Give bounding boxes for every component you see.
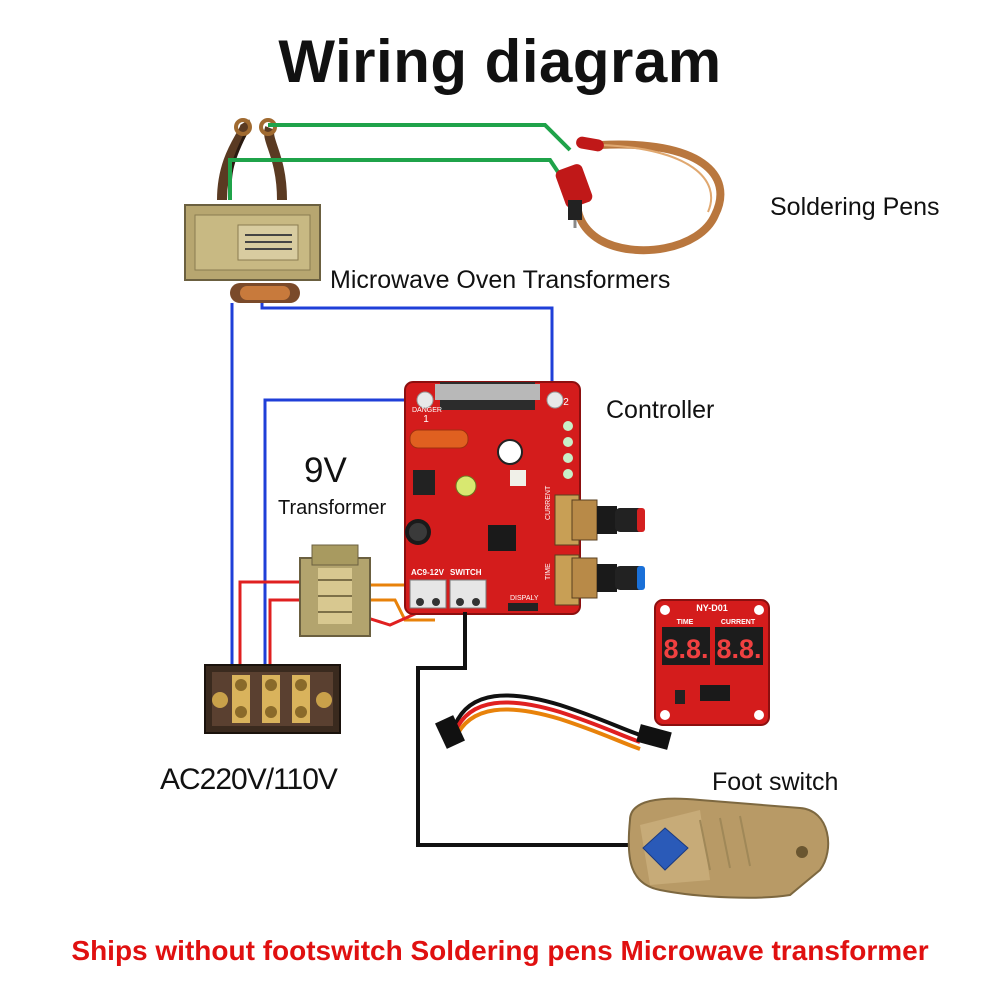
9v-transformer	[299, 544, 371, 637]
time-knob	[571, 557, 645, 599]
microwave-transformers-label: Microwave Oven Transformers	[330, 266, 671, 294]
foot-switch-label: Foot switch	[712, 768, 839, 796]
transformer-label: Transformer	[278, 497, 387, 519]
display-cable	[435, 693, 672, 751]
transformer-voltage-label: 9V	[304, 451, 347, 490]
shipping-note: Ships without footswitch Soldering pens …	[71, 935, 929, 966]
current-knob	[571, 499, 645, 541]
display-port-label: DISPALY	[510, 595, 539, 602]
ac-terminal-label: AC9-12V	[411, 568, 445, 577]
controller-pin-1: 1	[423, 414, 429, 425]
display-module: NY-D01 TIME CURRENT 8.8. 8.8.	[654, 599, 770, 726]
mains-terminal-block	[204, 664, 341, 734]
page-title: Wiring diagram	[278, 28, 722, 95]
current-knob-label: CURRENT	[545, 485, 552, 520]
soldering-pens	[555, 136, 725, 255]
mains-voltage-label: AC220V/110V	[160, 763, 338, 796]
soldering-pens-label: Soldering Pens	[770, 193, 940, 221]
foot-switch-wire	[416, 612, 640, 847]
display-current-digits: 8.8.	[716, 634, 761, 664]
display-time-label: TIME	[677, 619, 694, 626]
display-current-label: CURRENT	[721, 619, 756, 626]
foot-switch	[627, 797, 830, 899]
switch-terminal-label: SWITCH	[450, 568, 482, 577]
microwave-oven-transformer	[184, 118, 321, 303]
green-wires	[228, 123, 572, 200]
display-time-digits: 8.8.	[663, 634, 708, 664]
controller-pin-2: 2	[563, 397, 569, 408]
blue-wires	[230, 303, 554, 678]
danger-label: DANGER	[412, 407, 442, 414]
time-knob-label: TIME	[545, 563, 552, 580]
controller-label: Controller	[606, 396, 715, 424]
display-model: NY-D01	[696, 603, 728, 613]
controller-board: 1 2 DANGER CURRENT TIME AC9-12V SWITCH D…	[404, 381, 581, 615]
